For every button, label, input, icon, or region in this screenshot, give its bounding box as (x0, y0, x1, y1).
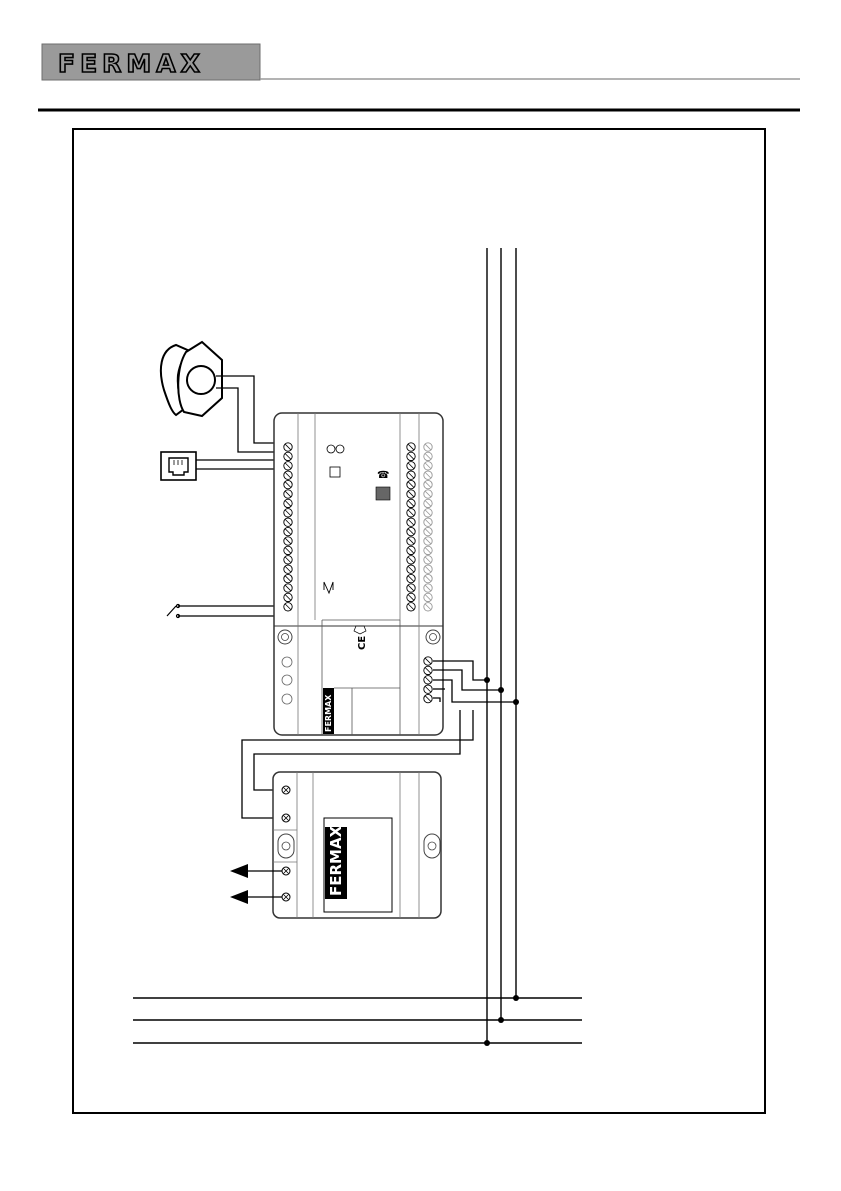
screw-terminal (424, 509, 432, 517)
screw-terminal (284, 603, 292, 611)
screw-terminal (424, 593, 432, 601)
screw-terminal (407, 546, 415, 554)
mounting-hole (426, 630, 440, 644)
screw-terminal (284, 546, 292, 554)
rj11-socket-icon (161, 452, 196, 480)
ce-mark: CE (357, 636, 368, 650)
screw-terminal (407, 443, 415, 451)
screw-terminal (407, 480, 415, 488)
screw-terminal (407, 593, 415, 601)
screw-terminal (424, 694, 432, 702)
screw-terminal (424, 556, 432, 564)
screw-terminal (284, 518, 292, 526)
screw-terminal (424, 452, 432, 460)
screw-terminal (424, 657, 432, 665)
screw-terminal (284, 584, 292, 592)
handset-icon (161, 342, 222, 416)
screw-terminal (424, 603, 432, 611)
screw-terminal (284, 527, 292, 535)
screw-terminal (424, 518, 432, 526)
screw-terminal (284, 537, 292, 545)
screw-terminal (424, 676, 432, 684)
screw-terminal (407, 490, 415, 498)
screw-terminal (424, 537, 432, 545)
screw-terminal (424, 499, 432, 507)
screw-terminal (407, 574, 415, 582)
screw-terminal (424, 527, 432, 535)
screw-terminal (284, 452, 292, 460)
screw-terminal (424, 480, 432, 488)
screw-terminal (284, 565, 292, 573)
psu-terminal (282, 867, 290, 875)
switch-contact-icon (167, 605, 180, 618)
screw-terminal (424, 443, 432, 451)
screw-terminal (284, 556, 292, 564)
screw-terminal (424, 685, 432, 693)
screw-terminal (407, 471, 415, 479)
screw-terminal (424, 565, 432, 573)
screw-terminal (424, 490, 432, 498)
screw-terminal (424, 666, 432, 674)
screw-terminal (407, 499, 415, 507)
screw-terminal (284, 509, 292, 517)
screw-terminal (424, 462, 432, 470)
screw-terminal (424, 574, 432, 582)
screw-terminal (407, 603, 415, 611)
screw-terminal (407, 518, 415, 526)
screw-terminal (284, 462, 292, 470)
screw-terminal (407, 584, 415, 592)
screw-terminal (407, 462, 415, 470)
interface-module: ☎ FERMAX CE (274, 413, 443, 735)
psu-mounting-slot (278, 834, 294, 858)
screw-terminal (407, 537, 415, 545)
page-header: FERMAX (38, 44, 800, 110)
psu-terminal (282, 893, 290, 901)
screw-terminal (424, 471, 432, 479)
screw-terminal (424, 546, 432, 554)
screw-terminal (284, 443, 292, 451)
psu-terminal (282, 786, 290, 794)
psu-brand-label: FERMAX (327, 825, 345, 896)
screw-terminal (407, 452, 415, 460)
screw-terminal (407, 509, 415, 517)
screw-terminal (284, 471, 292, 479)
mounting-hole (278, 630, 292, 644)
module-brand-label: FERMAX (324, 694, 333, 732)
screw-terminal (284, 499, 292, 507)
handset-symbol: ☎ (377, 470, 389, 481)
screw-terminal (284, 490, 292, 498)
screw-terminal (407, 527, 415, 535)
screw-terminal (284, 593, 292, 601)
psu-terminal (282, 814, 290, 822)
screw-terminal (407, 565, 415, 573)
power-supply-unit: FERMAX (273, 772, 441, 918)
fermax-logo: FERMAX (58, 49, 205, 78)
screw-terminal (284, 480, 292, 488)
dip-switch-symbol (376, 487, 390, 500)
psu-mounting-slot (424, 834, 440, 858)
screw-terminal (424, 584, 432, 592)
screw-terminal (284, 574, 292, 582)
screw-terminal (407, 556, 415, 564)
